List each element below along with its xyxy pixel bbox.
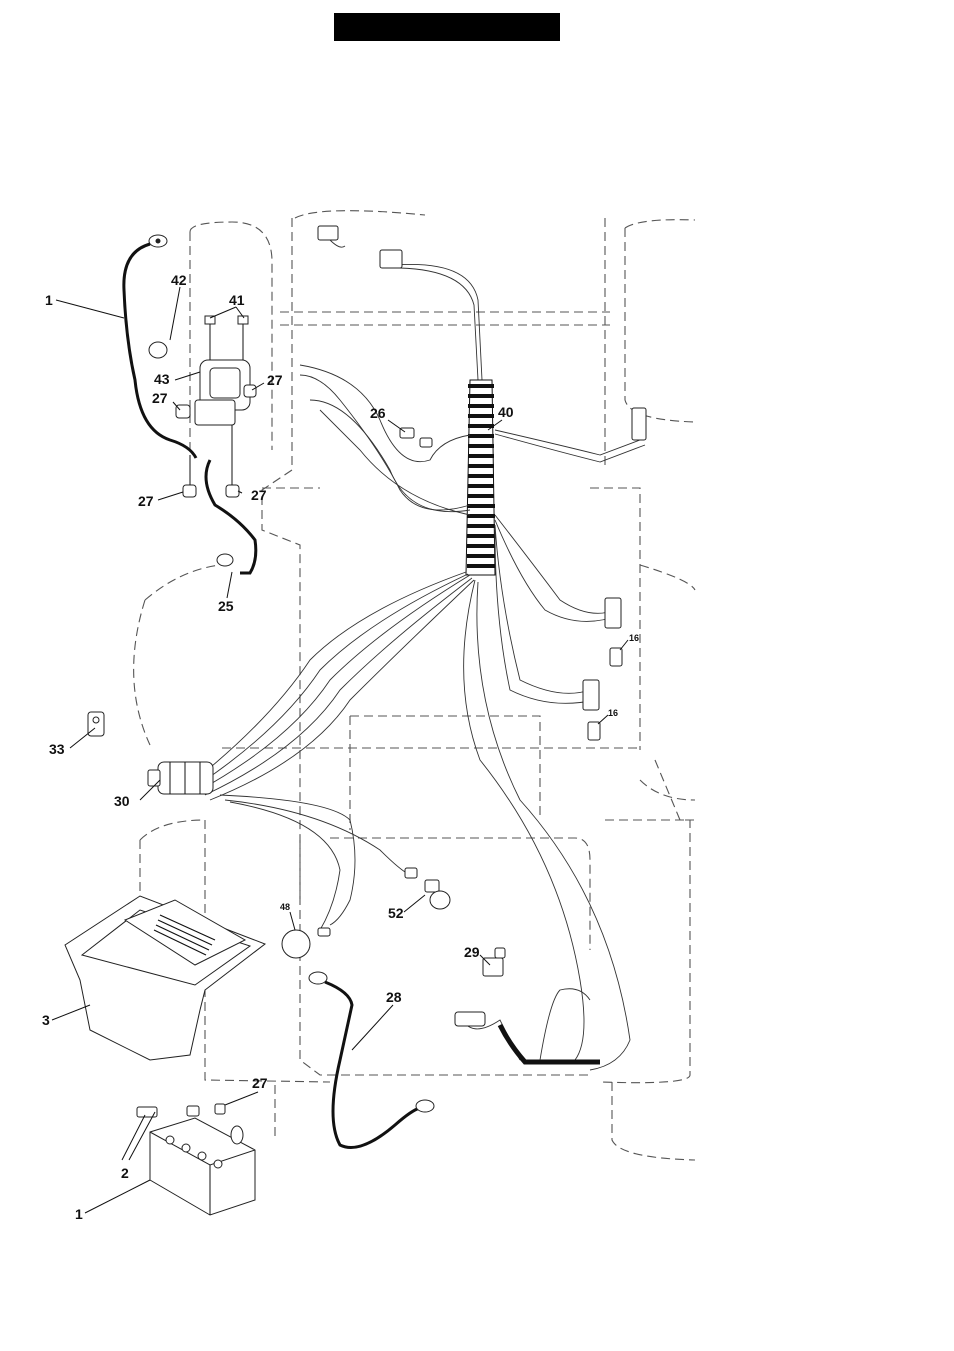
harness-sleeve xyxy=(466,380,495,575)
ignition-key xyxy=(88,712,104,736)
callout-41: 41 xyxy=(229,292,245,308)
callout-25: 25 xyxy=(218,598,234,614)
callout-27: 27 xyxy=(252,1075,268,1091)
callout-27: 27 xyxy=(138,493,154,509)
callout-33: 33 xyxy=(49,741,65,757)
callout-3: 3 xyxy=(42,1012,50,1028)
callout-48: 48 xyxy=(280,902,290,912)
callout-16: 16 xyxy=(629,633,639,643)
callout-labels: 1 42 41 43 27 27 27 27 26 40 25 16 16 33… xyxy=(42,272,639,1222)
callout-leaders xyxy=(52,287,628,1213)
callout-2: 2 xyxy=(121,1165,129,1181)
callout-16: 16 xyxy=(608,708,618,718)
coiled-cord xyxy=(455,948,600,1062)
callout-27: 27 xyxy=(251,487,267,503)
callout-27: 27 xyxy=(152,390,168,406)
frame-outline xyxy=(134,211,695,1160)
callout-43: 43 xyxy=(154,371,170,387)
callout-28: 28 xyxy=(386,989,402,1005)
callout-26: 26 xyxy=(370,405,386,421)
callout-27: 27 xyxy=(267,372,283,388)
callout-52: 52 xyxy=(388,905,404,921)
battery-box xyxy=(65,896,265,1060)
key-switch xyxy=(148,762,213,794)
callout-40: 40 xyxy=(498,404,514,420)
callout-30: 30 xyxy=(114,793,130,809)
callout-1-bottom: 1 xyxy=(75,1206,83,1222)
solenoid-assembly xyxy=(149,316,256,497)
battery xyxy=(137,1104,255,1215)
starter-cable xyxy=(206,460,256,573)
callout-42: 42 xyxy=(171,272,187,288)
callout-1-top: 1 xyxy=(45,292,53,308)
battery-cable xyxy=(309,972,434,1148)
callout-29: 29 xyxy=(464,944,480,960)
